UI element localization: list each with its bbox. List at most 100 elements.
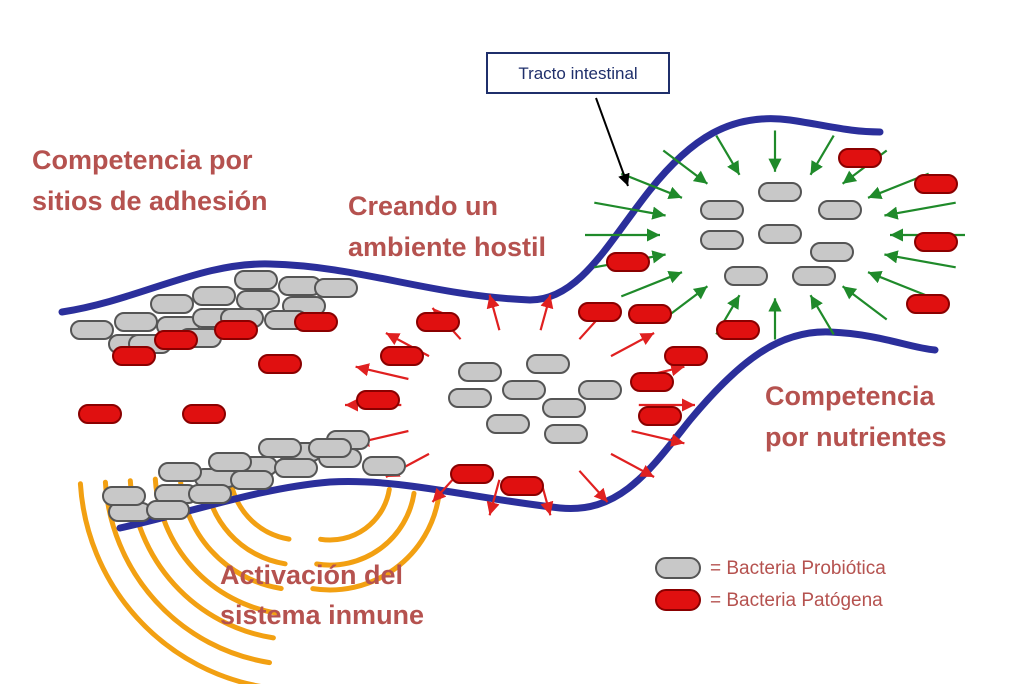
nutrient-arrow	[594, 201, 666, 220]
label-line: Creando un	[348, 191, 498, 221]
nutrient-arrow	[867, 270, 930, 298]
probiotic-bacterium-icon	[102, 486, 146, 506]
label-line: sistema inmune	[220, 600, 424, 630]
pathogenic-bacterium-icon	[716, 320, 760, 340]
probiotic-bacterium-icon	[758, 224, 802, 244]
pathogenic-bacterium-icon	[838, 148, 882, 168]
probiotic-bacterium-icon	[146, 500, 190, 520]
probiotic-bacterium-icon	[818, 200, 862, 220]
legend: = Bacteria Probiótica = Bacteria Patógen…	[655, 557, 886, 611]
hostile-arrow	[539, 294, 554, 331]
probiotic-bacterium-icon	[724, 266, 768, 286]
probiotic-bacterium-icon	[502, 380, 546, 400]
probiotic-bacterium-icon	[114, 312, 158, 332]
pathogenic-bacterium-icon	[380, 346, 424, 366]
probiotic-bacterium-icon	[448, 388, 492, 408]
nutrient-arrow	[841, 285, 888, 321]
label-line: Competencia por	[32, 145, 253, 175]
probiotic-bacterium-icon	[700, 230, 744, 250]
label-ambiente-hostil: Creando un ambiente hostil	[348, 191, 546, 262]
hostile-arrow	[610, 332, 655, 358]
label-competencia-adhesion: Competencia por sitios de adhesión	[32, 145, 268, 216]
probiotic-bacterium-icon	[544, 424, 588, 444]
pathogenic-bacterium-icon	[630, 372, 674, 392]
label-activacion-inmune: Activación del sistema inmune	[220, 560, 424, 630]
callout: Tracto intestinal	[486, 52, 670, 187]
legend-pathogen-label: = Bacteria Patógena	[710, 590, 883, 611]
probiotic-bacterium-icon	[486, 414, 530, 434]
label-line: sitios de adhesión	[32, 186, 268, 216]
label-line: Activación del	[220, 560, 403, 590]
immune-wave-arc	[314, 490, 417, 568]
probiotic-bacterium-icon	[258, 438, 302, 458]
pathogenic-bacterium-icon	[112, 346, 156, 366]
label-line: Competencia	[765, 381, 936, 411]
probiotic-bacterium-icon	[230, 470, 274, 490]
probiotic-bacterium-icon	[458, 362, 502, 382]
pathogenic-bacterium-icon	[294, 312, 338, 332]
pathogenic-bacterium-icon	[606, 252, 650, 272]
pathogenic-bacterium-icon	[356, 390, 400, 410]
pathogenic-bacterium-icon	[914, 174, 958, 194]
pathogenic-bacterium-icon	[664, 346, 708, 366]
nutrient-arrow	[620, 172, 683, 200]
probiotic-bacterium-icon	[150, 294, 194, 314]
nutrient-arrow	[715, 135, 741, 176]
immune-wave-arc	[310, 494, 442, 593]
pathogenic-bacterium-icon	[416, 312, 460, 332]
pathogenic-bacterium-icon	[214, 320, 258, 340]
pathogenic-bacterium-icon	[914, 232, 958, 252]
pathogenic-bacterium-icon	[450, 464, 494, 484]
hostile-arrow	[610, 452, 655, 478]
probiotic-bacterium-icon	[314, 278, 358, 298]
pathogenic-bacterium-icon	[638, 406, 682, 426]
probiotic-bacterium-icon	[274, 458, 318, 478]
pathogenic-bacterium-icon	[578, 302, 622, 322]
intestinal-wall-upper	[58, 115, 884, 316]
probiotic-bacterium-icon	[758, 182, 802, 202]
pathogenic-bacterium-icon	[628, 304, 672, 324]
immune-activation-waves	[77, 471, 442, 684]
hostile-arrow	[578, 470, 609, 503]
probiotic-bacterium-icon	[655, 557, 701, 579]
pathogenic-bacterium-icon	[154, 330, 198, 350]
nutrient-arrow	[884, 250, 956, 269]
callout-box	[486, 52, 670, 94]
pathogenic-bacterium-icon	[500, 476, 544, 496]
hostile-arrow	[355, 363, 409, 381]
nutrient-arrow	[809, 294, 835, 335]
probiotic-bacterium-icon	[192, 286, 236, 306]
nutrient-arrow	[809, 135, 835, 176]
pathogenic-bacterium-icon	[182, 404, 226, 424]
nutrient-arrow	[884, 201, 956, 220]
label-competencia-nutrientes: Competencia por nutrientes	[765, 381, 947, 452]
probiotic-bacterium-icon	[70, 320, 114, 340]
probiotic-bacterium-icon	[700, 200, 744, 220]
probiotic-bacterium-icon	[234, 270, 278, 290]
probiotic-bacterium-icon	[578, 380, 622, 400]
probiotic-bacterium-icon	[236, 290, 280, 310]
pathogenic-bacterium-icon	[655, 589, 701, 611]
probiotic-bacterium-icon	[362, 456, 406, 476]
probiotic-bacterium-icon	[792, 266, 836, 286]
pathogenic-bacterium-icon	[258, 354, 302, 374]
callout-pointer	[595, 97, 630, 187]
label-line: ambiente hostil	[348, 232, 546, 262]
bacteria-layer	[70, 148, 958, 522]
probiotic-bacterium-icon	[526, 354, 570, 374]
immune-wave-arc	[318, 486, 392, 543]
probiotic-bacterium-icon	[158, 462, 202, 482]
hostile-arrow	[486, 294, 501, 331]
hostile-arrow	[486, 479, 501, 516]
probiotic-bacterium-icon	[308, 438, 352, 458]
immune-wave-arc	[77, 481, 262, 684]
pathogenic-bacterium-icon	[906, 294, 950, 314]
pathogenic-bacterium-icon	[78, 404, 122, 424]
probiotic-bacterium-icon	[542, 398, 586, 418]
probiotic-bacterium-icon	[208, 452, 252, 472]
callout-label: Tracto intestinal	[518, 64, 637, 83]
nutrient-arrow	[662, 149, 709, 185]
label-line: por nutrientes	[765, 422, 947, 452]
